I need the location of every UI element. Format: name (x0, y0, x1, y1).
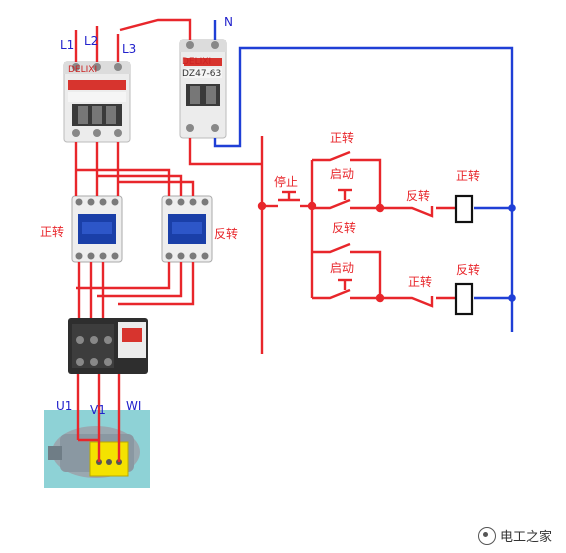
watermark-text: 电工之家 (499, 530, 552, 545)
label-v1: V1 (90, 403, 106, 417)
label-l2: L2 (84, 34, 98, 48)
label-l1: L1 (60, 38, 74, 52)
label-w1: WI (126, 399, 141, 413)
label-coil-bottom: 反转 (456, 262, 480, 277)
motor-terminal-box (89, 441, 129, 477)
two-pole-breaker (179, 39, 227, 139)
label-contactor-reverse: 反转 (214, 226, 238, 241)
wechat-icon (477, 526, 496, 545)
label-l3: L3 (122, 42, 136, 56)
neutral-wiring (213, 20, 516, 332)
label-interlock-top: 反转 (406, 188, 430, 203)
control-circuit (257, 136, 474, 354)
thermal-overload-relay (68, 318, 148, 374)
motor (44, 410, 150, 488)
label-n: N (224, 15, 233, 29)
breaker-brand-right: DELIXI (182, 57, 211, 67)
breaker-brand-left: DELIXI (68, 65, 97, 75)
label-interlock-bottom: 正转 (408, 274, 432, 289)
label-start-top: 启动 (330, 167, 354, 181)
label-u1: U1 (56, 399, 72, 413)
power-wiring (74, 18, 262, 462)
label-start-bottom: 启动 (330, 261, 354, 275)
contactor-forward (71, 195, 123, 263)
label-coil-top: 正转 (456, 168, 480, 183)
label-mid-branch: 反转 (332, 220, 356, 235)
label-contactor-forward: 正转 (40, 224, 64, 239)
watermark: 电工之家 (477, 526, 552, 545)
breaker-model: DZ47-63 (182, 69, 221, 79)
three-pole-breaker (63, 61, 131, 143)
contactor-reverse (161, 195, 213, 263)
label-top-branch: 正转 (330, 130, 354, 145)
label-stop: 停止 (274, 174, 298, 189)
